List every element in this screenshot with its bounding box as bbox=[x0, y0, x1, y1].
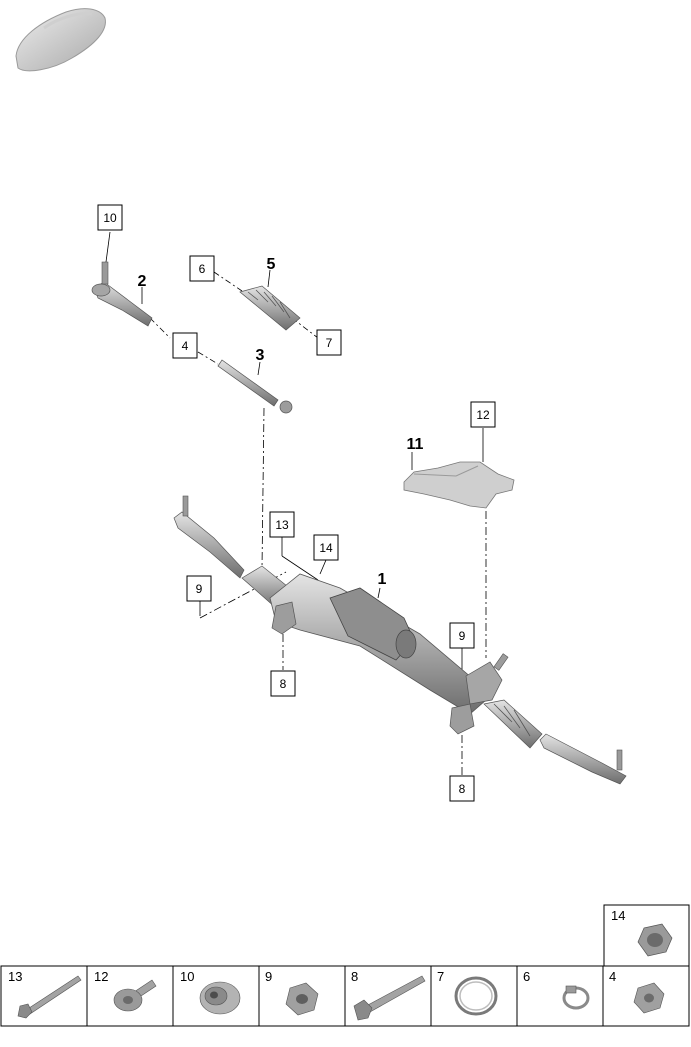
fastener-cell-12: 12 bbox=[94, 969, 157, 1012]
fastener-cell-10: 10 bbox=[180, 969, 241, 1015]
callout-label: 8 bbox=[280, 677, 287, 691]
callout-6: 6 bbox=[189, 255, 215, 282]
washer-nut-icon bbox=[199, 981, 241, 1015]
callout-8-left: 8 bbox=[270, 670, 296, 697]
callout-label: 7 bbox=[326, 336, 333, 350]
callout-label: 9 bbox=[459, 629, 466, 643]
fastener-cell-label: 13 bbox=[8, 969, 22, 984]
leader-14 bbox=[319, 559, 327, 575]
bellows-part-5 bbox=[239, 285, 301, 331]
inner-tie-rod-part-3 bbox=[217, 359, 293, 414]
tie-rod-end-part-2 bbox=[91, 261, 153, 327]
leader-3-down bbox=[261, 407, 265, 569]
steering-gear-part-1 bbox=[173, 495, 627, 785]
fastener-cell-label: 6 bbox=[523, 969, 530, 984]
leader-6 bbox=[213, 271, 243, 292]
flange-nut-icon bbox=[637, 923, 673, 957]
callout-10-top: 10 bbox=[97, 204, 123, 231]
hex-bolt-icon bbox=[353, 975, 426, 1021]
callout-14: 14 bbox=[313, 534, 339, 561]
vehicle-thumbnail-icon bbox=[15, 8, 106, 72]
leader-13b bbox=[281, 555, 319, 581]
fastener-cell-label: 12 bbox=[94, 969, 108, 984]
fastener-cell-7: 7 bbox=[437, 969, 498, 1016]
leader-3 bbox=[257, 361, 261, 376]
fastener-cell-label: 14 bbox=[611, 908, 625, 923]
callout-9-left: 9 bbox=[186, 575, 212, 602]
leader-lines bbox=[105, 231, 487, 776]
leader-5 bbox=[267, 269, 271, 288]
leader-10 bbox=[105, 231, 111, 263]
part-number-3: 3 bbox=[256, 347, 265, 364]
fastener-cell-label: 8 bbox=[351, 969, 358, 984]
callout-9-right: 9 bbox=[449, 622, 475, 649]
callout-label: 10 bbox=[103, 211, 117, 225]
callout-label: 8 bbox=[459, 782, 466, 796]
callout-12: 12 bbox=[470, 401, 496, 428]
leader-4a bbox=[149, 317, 171, 339]
hose-clip-icon bbox=[562, 985, 590, 1010]
callout-label: 12 bbox=[476, 408, 490, 422]
callout-label: 14 bbox=[319, 541, 333, 555]
part-number-5: 5 bbox=[267, 256, 276, 273]
part-number-11: 11 bbox=[407, 436, 424, 453]
flange-bolt-icon bbox=[113, 979, 157, 1012]
fastener-cell-8: 8 bbox=[351, 969, 426, 1021]
callout-label: 9 bbox=[196, 582, 203, 596]
fastener-cell-14: 14 bbox=[603, 904, 690, 967]
fastener-cell-label: 9 bbox=[265, 969, 272, 984]
fastener-cell-4: 4 bbox=[609, 969, 665, 1014]
fastener-cell-9: 9 bbox=[265, 969, 319, 1016]
fastener-cell-6: 6 bbox=[523, 969, 590, 1010]
clamp-ring-icon bbox=[454, 976, 498, 1016]
callout-13: 13 bbox=[269, 511, 295, 538]
fastener-cell-label: 7 bbox=[437, 969, 444, 984]
callout-label: 13 bbox=[275, 518, 289, 532]
fastener-table: 14 13 12 bbox=[0, 904, 690, 1027]
callout-label: 6 bbox=[199, 262, 206, 276]
leader-1 bbox=[377, 587, 381, 599]
callout-8-right: 8 bbox=[449, 775, 475, 802]
leader-4b bbox=[197, 351, 219, 365]
fastener-cell-label: 10 bbox=[180, 969, 194, 984]
hex-nut-icon bbox=[285, 982, 319, 1016]
callout-7: 7 bbox=[316, 329, 342, 356]
long-bolt-icon bbox=[17, 975, 82, 1019]
lock-nut-icon bbox=[633, 982, 665, 1014]
callout-label: 4 bbox=[182, 339, 189, 353]
callout-4: 4 bbox=[172, 332, 198, 359]
fastener-cell-label: 4 bbox=[609, 969, 616, 984]
heat-shield-part-11 bbox=[403, 461, 515, 509]
part-number-2: 2 bbox=[138, 273, 147, 290]
part-number-1: 1 bbox=[378, 571, 387, 588]
fastener-cell-13: 13 bbox=[8, 969, 82, 1019]
